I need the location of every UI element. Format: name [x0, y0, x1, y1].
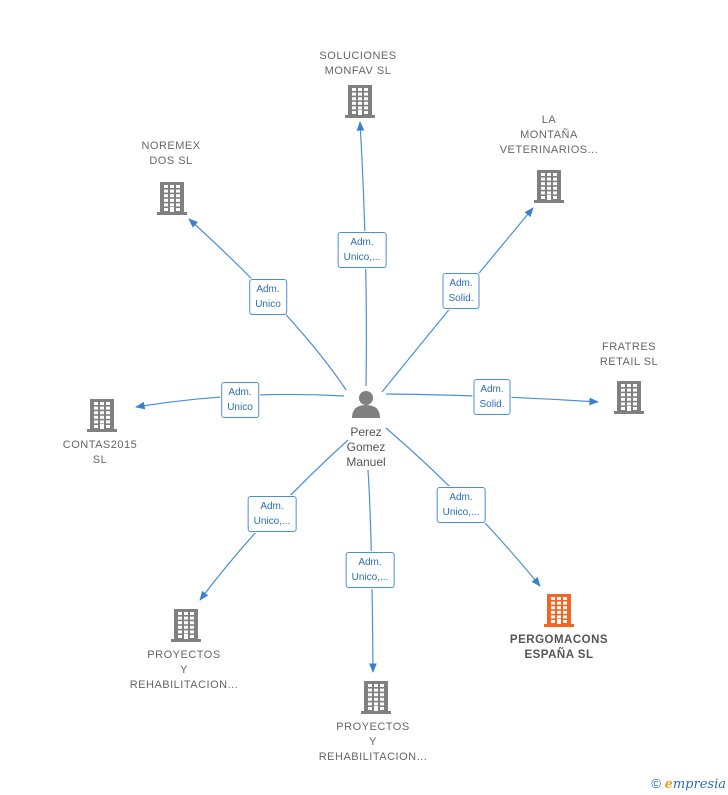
company-name[interactable]: NOREMEX DOS SL: [141, 140, 201, 167]
building-icon[interactable]: [614, 381, 644, 414]
role-label: Adm. Unico: [249, 279, 287, 315]
building-icon[interactable]: [157, 182, 187, 215]
brand-logo-initial: e: [664, 777, 673, 792]
relation-edge: [367, 469, 377, 673]
building-icon[interactable]: [171, 609, 201, 642]
role-label: Adm. Unico: [221, 382, 259, 418]
brand-logo-text: mpresia: [672, 777, 726, 792]
role-label: Adm. Solid.: [473, 379, 511, 415]
brand-footer: © empresia: [651, 776, 726, 792]
role-label: Adm. Solid.: [442, 273, 480, 309]
role-label: Adm. Unico,...: [345, 552, 395, 588]
role-label: Adm. Unico,...: [436, 487, 486, 523]
role-label: Adm. Unico,...: [247, 496, 297, 532]
building-icon[interactable]: [87, 399, 117, 432]
building-icon[interactable]: [345, 85, 375, 118]
building-icon[interactable]: [361, 681, 391, 714]
building-icon[interactable]: [534, 170, 564, 203]
building-icon[interactable]: [544, 594, 574, 627]
company-name[interactable]: PROYECTOS Y REHABILITACION...: [318, 721, 428, 763]
company-name[interactable]: PERGOMACONS ESPAÑA SL: [509, 634, 609, 661]
person-icon[interactable]: [352, 391, 380, 418]
company-name[interactable]: SOLUCIONES MONFAV SL: [319, 50, 397, 77]
company-name[interactable]: FRATRES RETAIL SL: [599, 341, 659, 368]
relation-edge: [381, 207, 534, 393]
company-name[interactable]: CONTAS2015 SL: [62, 439, 138, 466]
company-name[interactable]: PROYECTOS Y REHABILITACION...: [129, 649, 239, 691]
copyright-icon: ©: [651, 776, 661, 791]
company-name[interactable]: LA MONTAÑA VETERINARIOS...: [499, 114, 599, 156]
role-label: Adm. Unico,...: [337, 232, 387, 268]
person-name[interactable]: Perez Gomez Manuel: [346, 425, 386, 469]
